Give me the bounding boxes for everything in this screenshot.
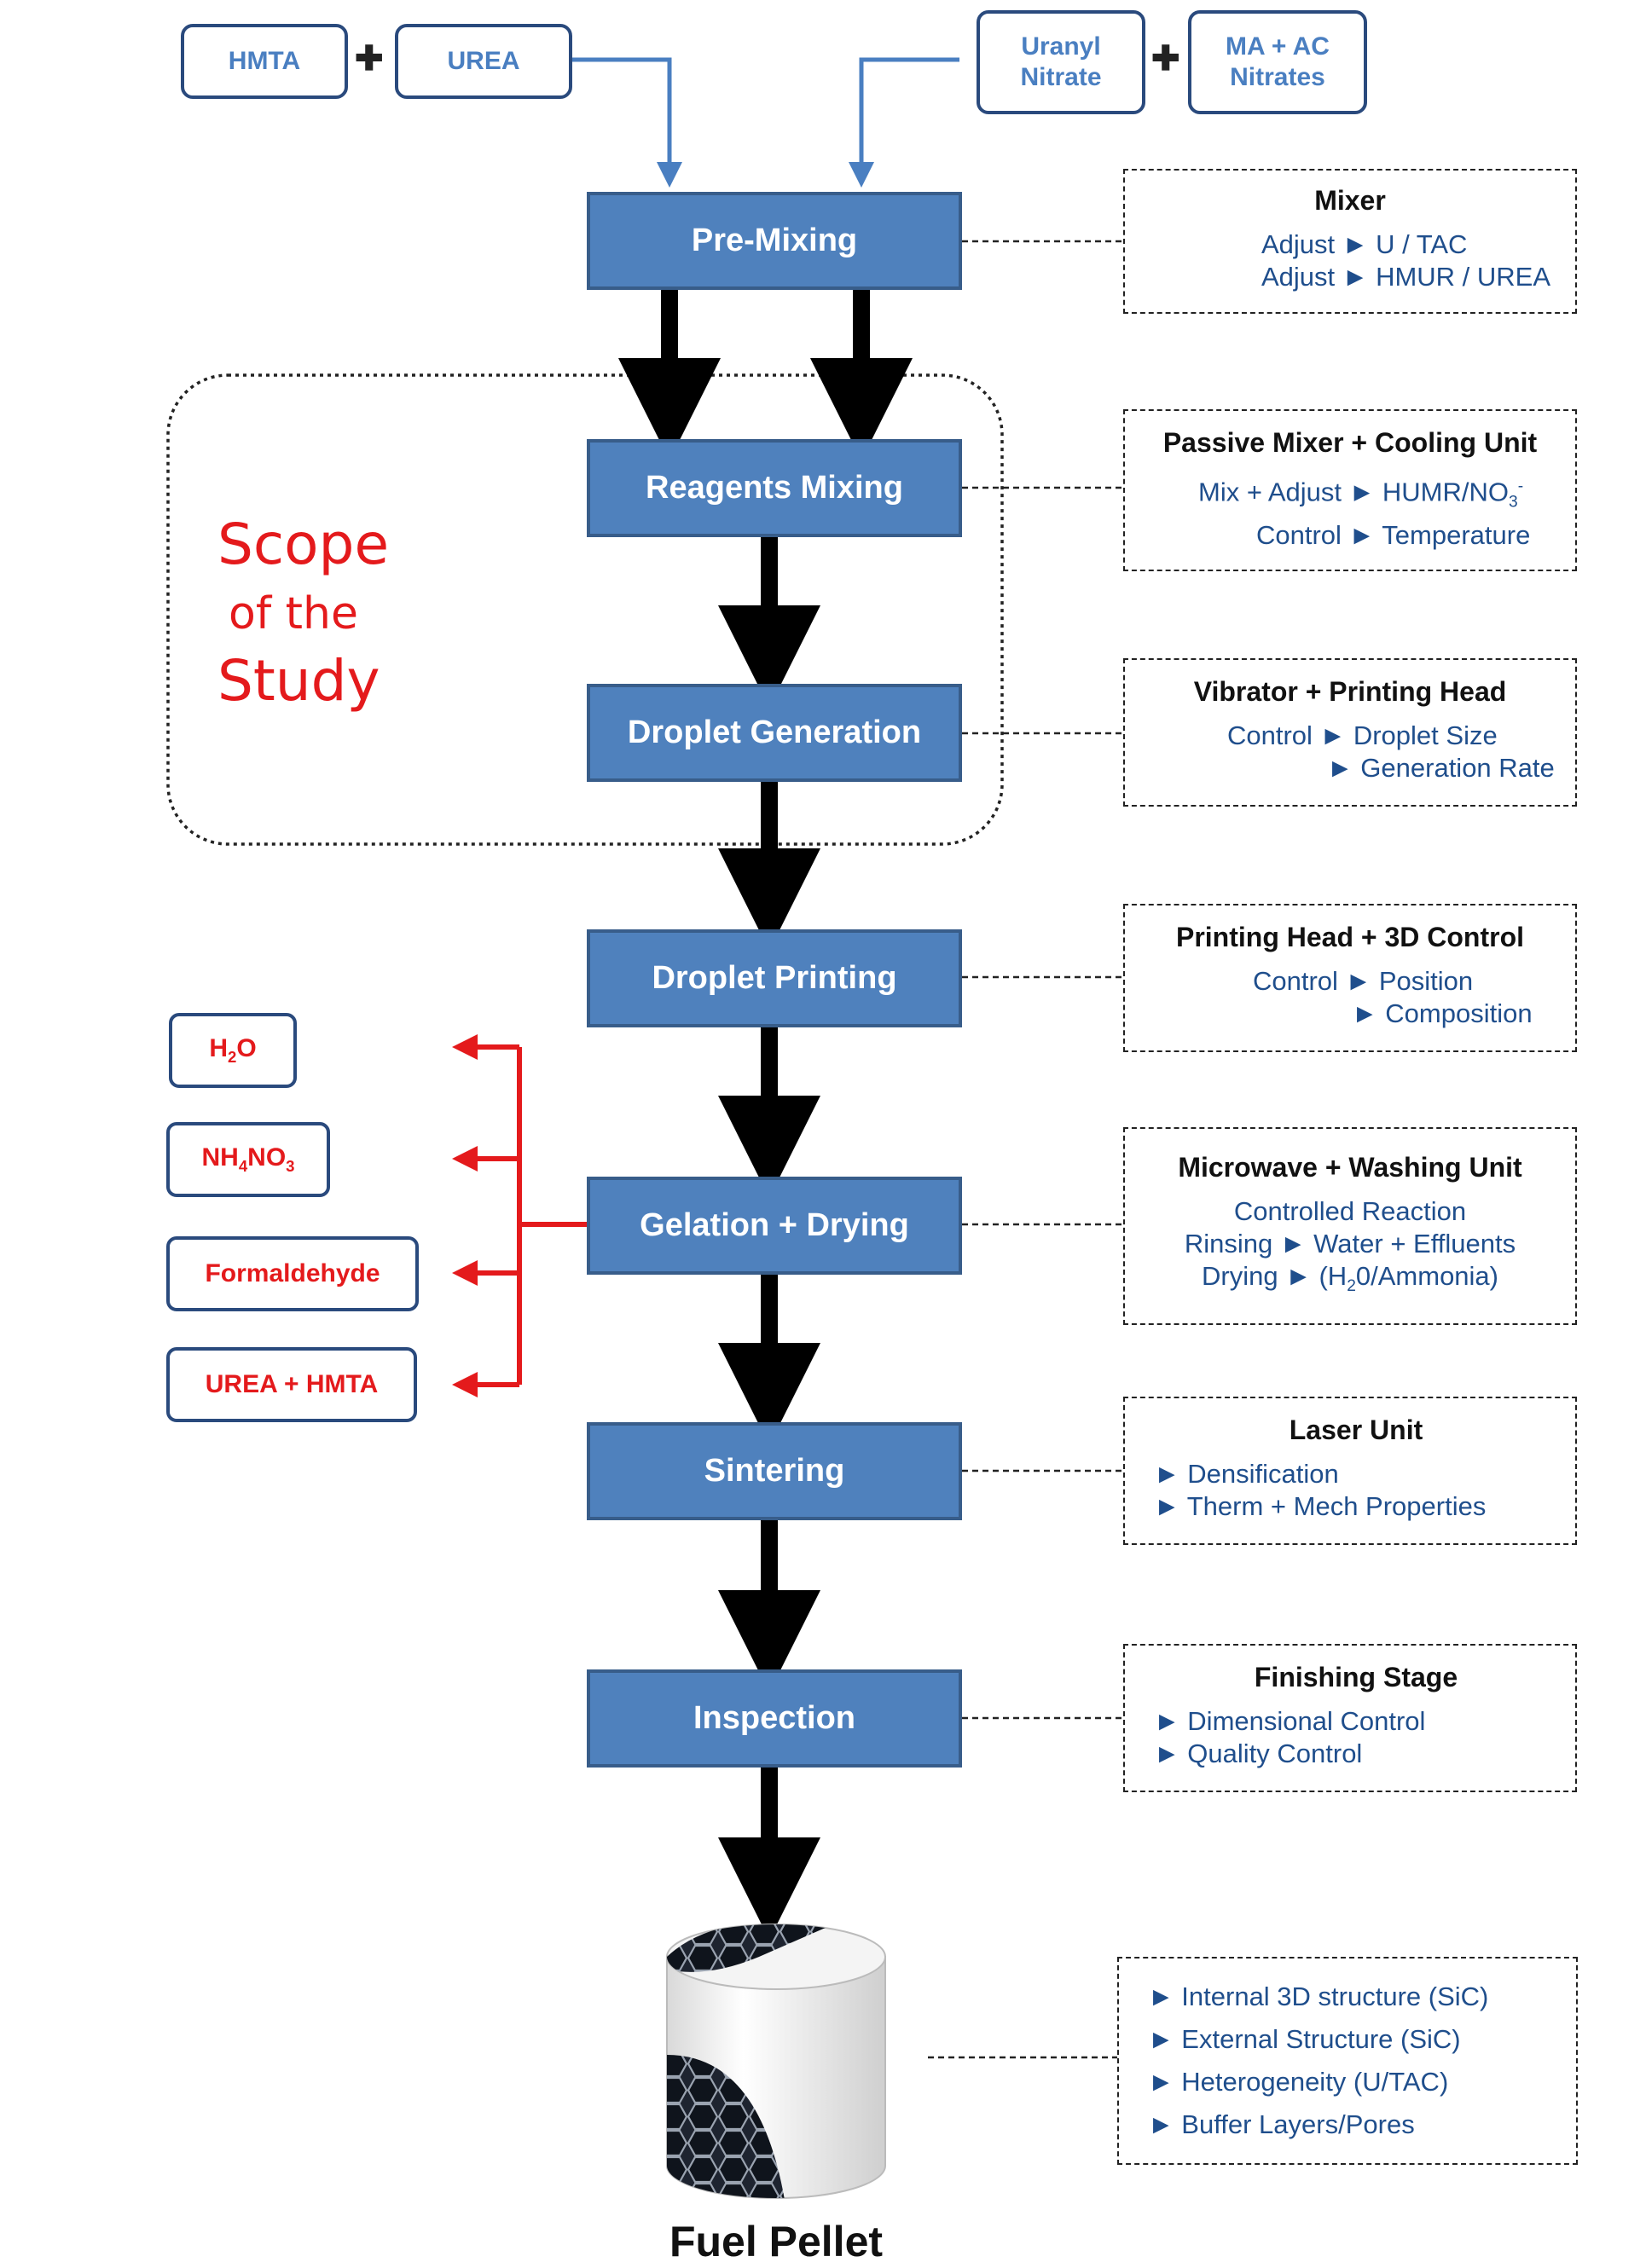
input-uranyl-line2: Nitrate — [1020, 63, 1102, 91]
input-line-hmta-urea — [570, 57, 682, 188]
scope-title-line3: Study — [217, 648, 380, 714]
step-inspection: Inspection — [587, 1669, 962, 1768]
info-vibrator-title: Vibrator + Printing Head — [1193, 676, 1507, 707]
step-sintering: Sintering — [587, 1422, 962, 1520]
input-uranyl-nitrate: Uranyl Nitrate — [977, 10, 1145, 114]
info-laser-line1: ► Densification — [1154, 1459, 1339, 1489]
info-microwave-line3: Drying ► (H20/Ammonia) — [1202, 1261, 1498, 1296]
step-droplet-generation: Droplet Generation — [587, 684, 962, 782]
info-microwave: Microwave + Washing Unit Controlled Reac… — [1123, 1127, 1577, 1325]
effluent-nh4no3: NH4NO3 — [166, 1122, 330, 1197]
fuel-pellet-illustration — [666, 1924, 886, 2199]
info-laser: Laser Unit ► Densification ► Therm + Mec… — [1123, 1397, 1577, 1545]
input-ma-ac-nitrates: MA + AC Nitrates — [1188, 10, 1367, 114]
info-microwave-title: Microwave + Washing Unit — [1178, 1152, 1522, 1183]
input-ma-ac-line2: Nitrates — [1230, 63, 1325, 91]
info-vibrator-line2: ► Generation Rate — [1327, 753, 1555, 783]
info-mixer-line1: Adjust ► U / TAC — [1261, 229, 1468, 259]
scope-title-line1: Scope — [217, 512, 390, 577]
info-printing-title: Printing Head + 3D Control — [1175, 922, 1525, 952]
info-mixer-line2: Adjust ► HMUR / UREA — [1261, 262, 1551, 292]
input-hmta: HMTA — [181, 24, 348, 99]
info-passive-mixer: Passive Mixer + Cooling Unit Mix + Adjus… — [1123, 409, 1577, 571]
input-urea-label: UREA — [447, 47, 520, 75]
info-laser-line2: ► Therm + Mech Properties — [1154, 1491, 1487, 1521]
info-pellet-line3: ► Heterogeneity (U/TAC) — [1148, 2067, 1449, 2097]
input-urea: UREA — [395, 24, 572, 99]
effluent-nh4no3-label: NH4NO3 — [201, 1143, 295, 1175]
step-reagents-mixing: Reagents Mixing — [587, 439, 962, 537]
info-vibrator: Vibrator + Printing Head Control ► Dropl… — [1123, 658, 1577, 807]
scope-title-line2: of the — [229, 588, 358, 639]
effluent-formaldehyde: Formaldehyde — [166, 1236, 419, 1311]
info-pellet-properties: ► Internal 3D structure (SiC) ► External… — [1117, 1957, 1578, 2165]
info-printing-head: Printing Head + 3D Control Control ► Pos… — [1123, 904, 1577, 1052]
info-pellet-line2: ► External Structure (SiC) — [1148, 2024, 1461, 2054]
info-passive-line2: Control ► Temperature — [1256, 519, 1531, 550]
info-microwave-line2: Rinsing ► Water + Effluents — [1184, 1229, 1516, 1258]
info-passive-line1: Mix + Adjust ► HUMR/NO3- — [1198, 477, 1524, 512]
step-sintering-label: Sintering — [704, 1453, 845, 1489]
fuel-pellet-label: Fuel Pellet — [669, 2218, 884, 2265]
info-mixer: Mixer Adjust ► U / TAC Adjust ► HMUR / U… — [1123, 169, 1577, 314]
info-vibrator-line1: Control ► Droplet Size — [1227, 720, 1498, 750]
info-passive-title: Passive Mixer + Cooling Unit — [1162, 427, 1538, 458]
info-laser-title: Laser Unit — [1289, 1415, 1423, 1445]
info-finishing-line1: ► Dimensional Control — [1154, 1706, 1426, 1736]
plus-icon: ✚ — [1151, 40, 1180, 78]
info-finishing: Finishing Stage ► Dimensional Control ► … — [1123, 1644, 1577, 1792]
effluent-urea-hmta: UREA + HMTA — [166, 1347, 417, 1422]
plus-icon: ✚ — [355, 40, 384, 78]
step-gelation-drying: Gelation + Drying — [587, 1177, 962, 1275]
step-droplet-generation-label: Droplet Generation — [627, 715, 922, 750]
effluent-urea-hmta-label: UREA + HMTA — [205, 1370, 379, 1398]
step-premixing: Pre-Mixing — [587, 192, 962, 290]
step-gelation-drying-label: Gelation + Drying — [640, 1207, 909, 1243]
scope-boundary — [166, 373, 1004, 846]
info-pellet-line4: ► Buffer Layers/Pores — [1148, 2109, 1415, 2139]
step-inspection-label: Inspection — [693, 1700, 856, 1736]
step-droplet-printing: Droplet Printing — [587, 929, 962, 1027]
input-uranyl-line1: Uranyl — [1021, 32, 1101, 61]
info-mixer-title: Mixer — [1314, 185, 1386, 216]
effluent-formaldehyde-label: Formaldehyde — [205, 1259, 380, 1287]
effluent-h2o: H2O — [169, 1013, 297, 1088]
effluent-h2o-label: H2O — [209, 1034, 257, 1066]
info-finishing-title: Finishing Stage — [1254, 1662, 1458, 1692]
step-premixing-label: Pre-Mixing — [691, 223, 858, 258]
info-printing-line1: Control ► Position — [1253, 966, 1474, 996]
info-pellet-line1: ► Internal 3D structure (SiC) — [1148, 1982, 1489, 2011]
info-microwave-line1: Controlled Reaction — [1233, 1196, 1467, 1226]
info-printing-line2: ► Composition — [1352, 998, 1533, 1028]
input-line-nitrates — [849, 57, 959, 188]
input-ma-ac-line1: MA + AC — [1226, 32, 1330, 61]
step-reagents-mixing-label: Reagents Mixing — [646, 470, 903, 506]
input-hmta-label: HMTA — [228, 47, 301, 75]
info-finishing-line2: ► Quality Control — [1154, 1739, 1363, 1768]
step-droplet-printing-label: Droplet Printing — [652, 960, 897, 996]
